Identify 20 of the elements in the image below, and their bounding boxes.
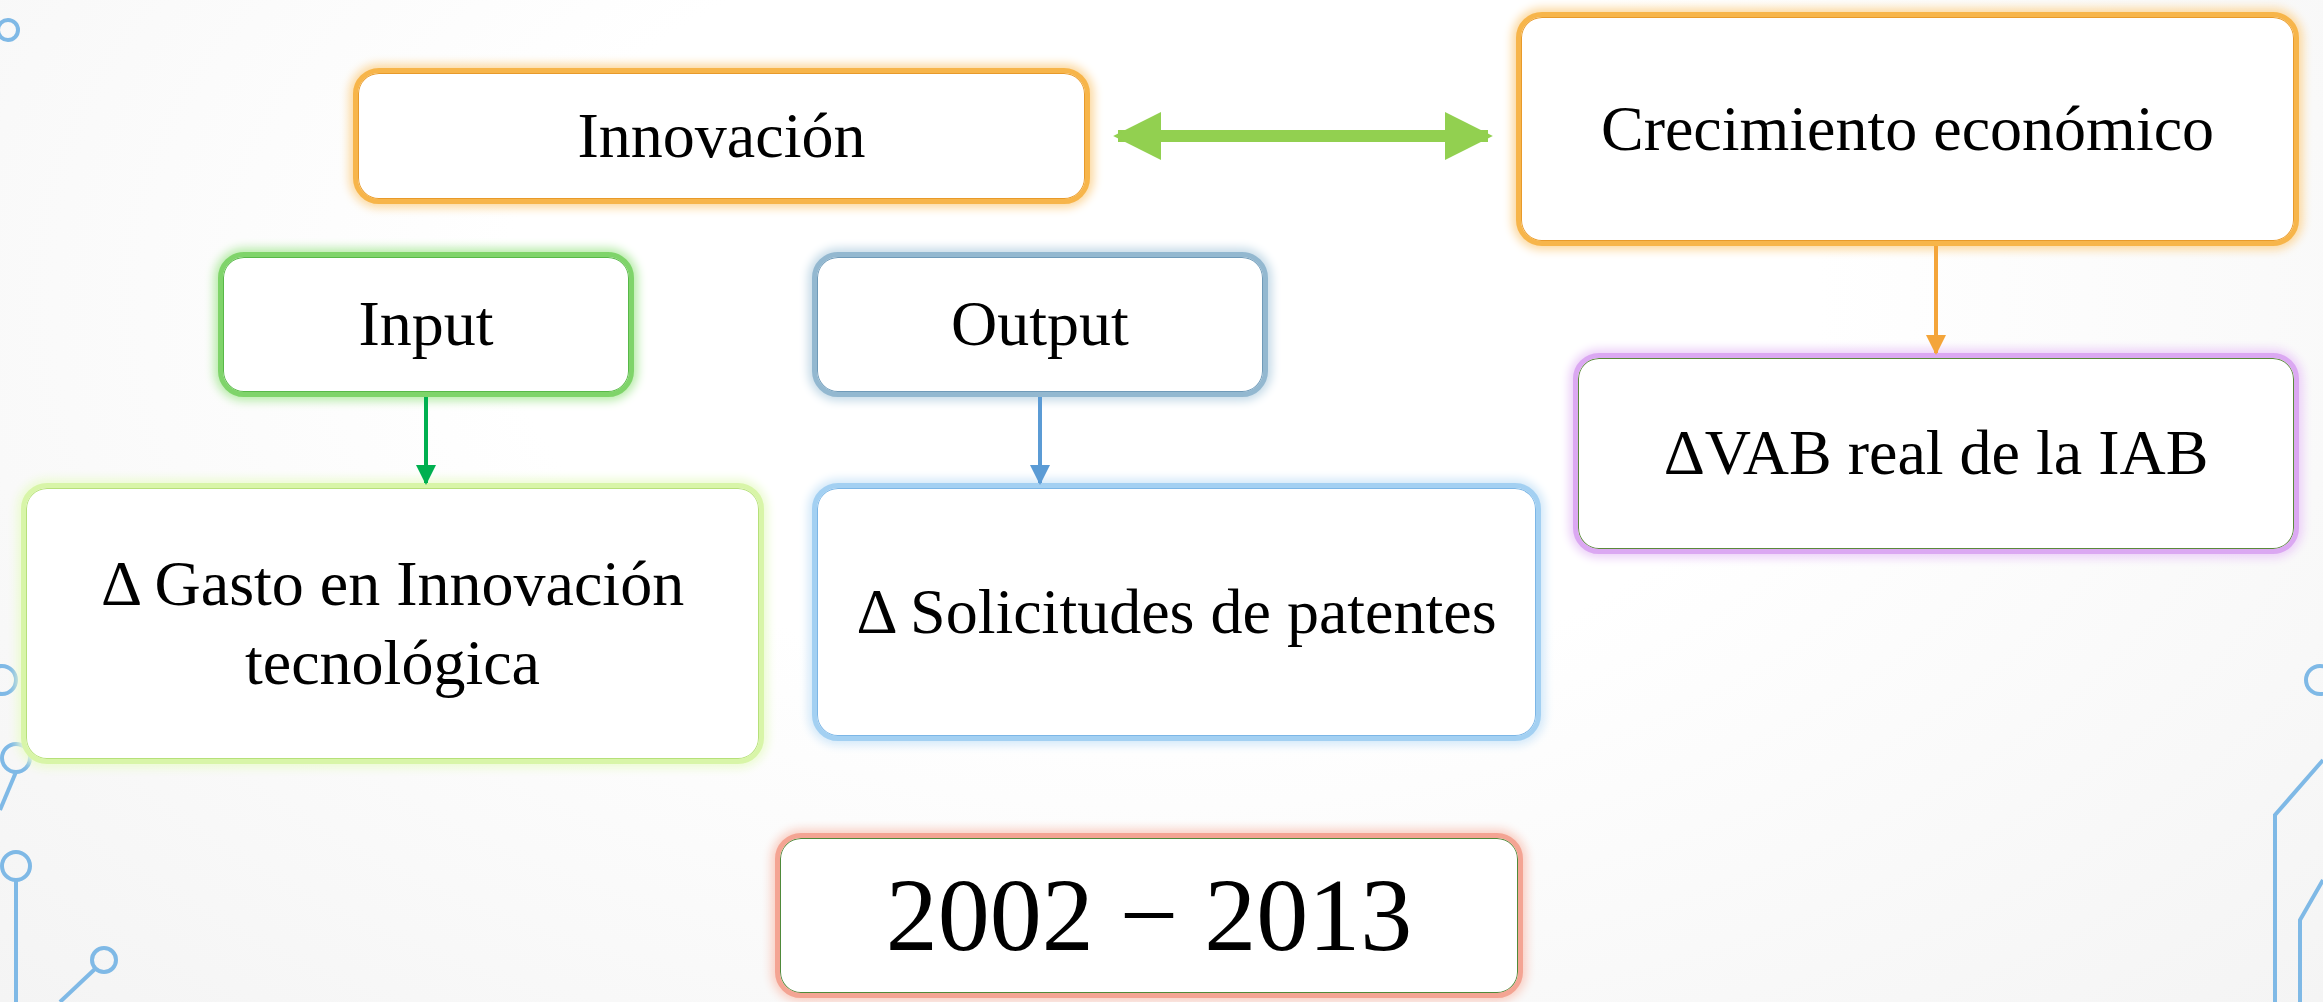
box-label: Δ Solicitudes de patentes [856, 574, 1497, 649]
rounded-box [1573, 353, 2299, 554]
arrow [1926, 246, 1946, 355]
box-label: ΔVAB real de la IAB [1663, 416, 2209, 491]
rounded-box [353, 68, 1090, 204]
rounded-box [21, 483, 764, 764]
box-label: 2002 − 2013 [885, 856, 1413, 975]
box-label: Innovación [577, 98, 866, 173]
box-label: Crecimiento económico [1600, 91, 2215, 166]
rounded-box [218, 252, 634, 397]
rounded-box [1516, 12, 2299, 246]
box-label: Output [951, 287, 1129, 362]
rounded-box [775, 833, 1523, 998]
box-label: Input [358, 287, 494, 362]
arrow [416, 397, 436, 485]
rounded-box [812, 252, 1268, 397]
arrow [1030, 397, 1050, 485]
arrow [1113, 112, 1493, 160]
box-label: Δ Gasto en Innovación tecnológica [99, 547, 686, 700]
rounded-box [812, 483, 1541, 741]
